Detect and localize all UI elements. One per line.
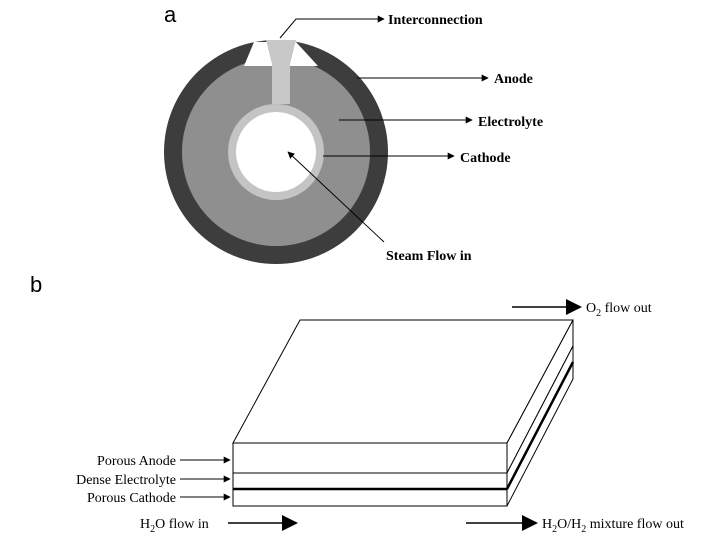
front-anode-layer	[232, 442, 508, 474]
mixture-flow-out-label: H2O/H2 mixture flow out	[542, 517, 684, 535]
h2o-flow-in-head	[282, 515, 298, 531]
planar-cell-stack	[232, 319, 574, 507]
cathode-label: Cathode	[460, 151, 511, 166]
panel-b-letter: b	[30, 272, 42, 297]
h2o-flow-in-label: H2O flow in	[140, 517, 209, 535]
porous-anode-label: Porous Anode	[97, 454, 176, 469]
porous-cathode-label: Porous Cathode	[87, 491, 176, 506]
front-cathode-layer	[232, 488, 508, 507]
interconnection-label: Interconnection	[388, 13, 483, 28]
electrolyte-cathode-interface-side	[505, 361, 575, 490]
steam-flow-in-label: Steam Flow in	[386, 249, 472, 264]
steam-flow-arrow	[287, 151, 385, 243]
interconnection-arrow	[279, 15, 385, 39]
interconnection-wedge	[266, 40, 296, 104]
dense-electrolyte-label: Dense Electrolyte	[76, 473, 176, 488]
tubular-cell-cross-section	[164, 40, 388, 264]
electrolyte-label: Electrolyte	[478, 115, 543, 130]
steam-channel	[236, 112, 316, 192]
o2-flow-out-label: O2 flow out	[586, 301, 652, 319]
anode-label: Anode	[494, 72, 533, 87]
panel-a-letter: a	[164, 2, 177, 27]
panel-b-layer-leaders	[180, 456, 231, 501]
front-electrolyte-layer	[232, 472, 508, 490]
panel-a-leaders	[279, 15, 489, 243]
flow-arrows	[228, 299, 582, 531]
o2-flow-out-head	[566, 299, 582, 315]
mixture-flow-out-head	[522, 515, 538, 531]
